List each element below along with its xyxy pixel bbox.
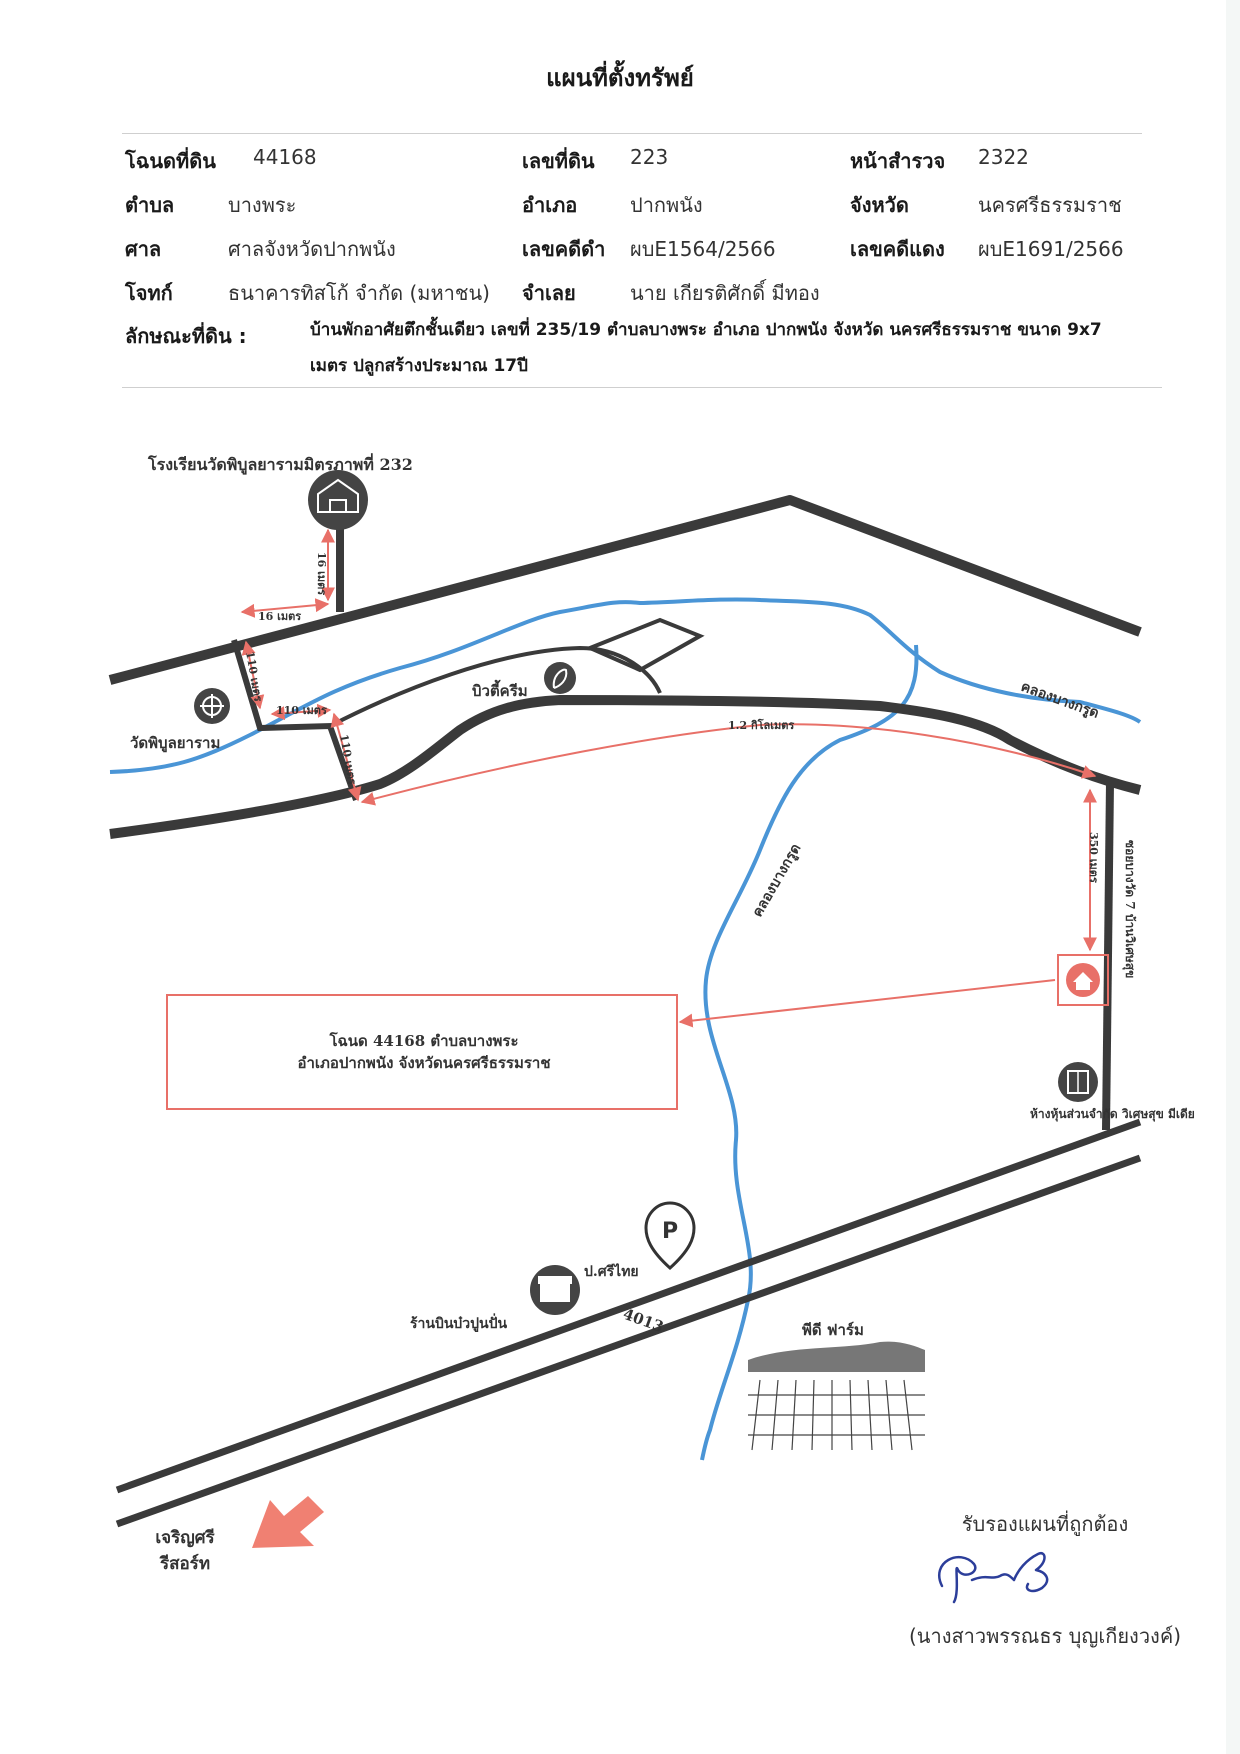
route-16m-horizontal: [240, 598, 330, 618]
distance-16m-vertical: 16 เมตร: [315, 552, 328, 595]
route-110m-a: [241, 640, 265, 710]
plot-pointer: [678, 979, 1056, 1028]
red-case-label: เลขคดีแดง: [850, 237, 945, 261]
road-north: [108, 495, 1142, 685]
defendant-label: จำเลย: [522, 281, 576, 305]
temple-label: วัดพิบูลยาราม: [130, 734, 220, 753]
survey-label: หน้าสำรวจ: [850, 149, 946, 173]
cafe-label: บิวตี้ครีม: [472, 679, 528, 700]
deed-value: 44168: [253, 145, 317, 169]
resort-arrow-icon: [252, 1496, 324, 1548]
land-desc-value: บ้านพักอาศัยตึกชั้นเดียว เลขที่ 235/19 ต…: [310, 320, 1102, 376]
gas-station-label: ป.ศรีไทย: [584, 1262, 639, 1280]
route-1-2km: [360, 723, 1097, 806]
plot-box-line2: อำเภอปากพนัง จังหวัดนครศรีธรรมราช: [297, 1054, 551, 1072]
defendant-value: นาย เกียรติศักดิ์ มีทอง: [630, 281, 820, 305]
certification-title: รับรองแผนที่ถูกต้อง: [961, 1512, 1129, 1536]
land-no-label: เลขที่ดิน: [522, 149, 595, 173]
page-edge-strip: [1226, 0, 1240, 1754]
plaintiff-label: โจทก์: [125, 281, 173, 305]
red-case-value: ผบE1691/2566: [978, 237, 1124, 261]
plaintiff-value: ธนาคารทิสโก้ จำกัด (มหาชน): [228, 281, 490, 305]
top-divider: [122, 133, 1142, 134]
survey-value: 2322: [978, 145, 1029, 169]
signature-image: [938, 1551, 1049, 1604]
certifier-name: (นางสาวพรรณธร บุญเกียงวงค์): [908, 1624, 1181, 1648]
black-case-value: ผบE1564/2566: [630, 237, 776, 261]
land-no-value: 223: [630, 145, 669, 169]
farm-image: [740, 1340, 930, 1452]
distance-110m-b: 110 เมตร: [276, 704, 327, 717]
distance-1-2km: 1.2 กิโลเมตร: [728, 718, 794, 732]
cafe-icon: [544, 662, 576, 694]
distance-16m-horizontal: 16 เมตร: [258, 610, 301, 623]
svg-text:P: P: [662, 1219, 678, 1244]
canal-middle: [700, 644, 919, 1461]
route-110m-b: [270, 703, 332, 721]
plot-info-box: [166, 994, 678, 1110]
plot-box-line1: โฉนด 44168 ตำบลบางพระ: [329, 1032, 519, 1050]
soi-label: ซอยบางวัด 7 บ้านวิเศษสุข: [1122, 840, 1137, 978]
district-value: ปากพนัง: [630, 193, 703, 217]
road-main: [109, 694, 1142, 839]
plot-box-text: โฉนด 44168 ตำบลบางพระ อำเภอปากพนัง จังหว…: [170, 1030, 678, 1074]
court-label: ศาล: [125, 237, 162, 261]
gas-station-pin-icon: [644, 1201, 696, 1271]
cafe-building: [584, 617, 705, 673]
canal-north-label: คลองบางกรูด: [1019, 679, 1101, 722]
road-4013-a: [115, 1118, 1142, 1494]
district-label: อำเภอ: [522, 193, 578, 217]
land-desc-label: ลักษณะที่ดิน :: [125, 324, 247, 348]
farm-label: พีดี ฟาร์ม: [802, 1321, 864, 1339]
document-title: แผนที่ตั้งทรัพย์: [546, 64, 694, 92]
black-case-label: เลขคดีดำ: [522, 237, 606, 261]
subdistrict-label: ตำบล: [125, 193, 175, 217]
deed-label: โฉนดที่ดิน: [125, 149, 216, 173]
province-label: จังหวัด: [850, 193, 909, 217]
resort-label: เจริญศรี รีสอร์ท: [155, 1528, 215, 1574]
school-label: โรงเรียนวัดพิบูลยารามมิตรภาพที่ 232: [147, 453, 413, 476]
noodle-shop-label: ร้านบินบ๋วปูนปั่น: [410, 1313, 508, 1332]
court-value: ศาลจังหวัดปากพนัง: [228, 237, 396, 261]
subdistrict-value: บางพระ: [228, 193, 297, 217]
house-marker-frame: [1057, 954, 1109, 1006]
info-bottom-divider: [122, 387, 1162, 388]
road-number-label: 4013: [621, 1305, 666, 1336]
route-110m-c: [330, 712, 362, 802]
distance-350m: 350 เมตร: [1087, 832, 1100, 883]
shop-partnership-label: ห้างหุ้นส่วนจำกัด วิเศษสุข มีเดีย: [1030, 1107, 1195, 1122]
province-value: นครศรีธรรมราช: [978, 193, 1122, 217]
road-4013-b: [115, 1154, 1142, 1528]
